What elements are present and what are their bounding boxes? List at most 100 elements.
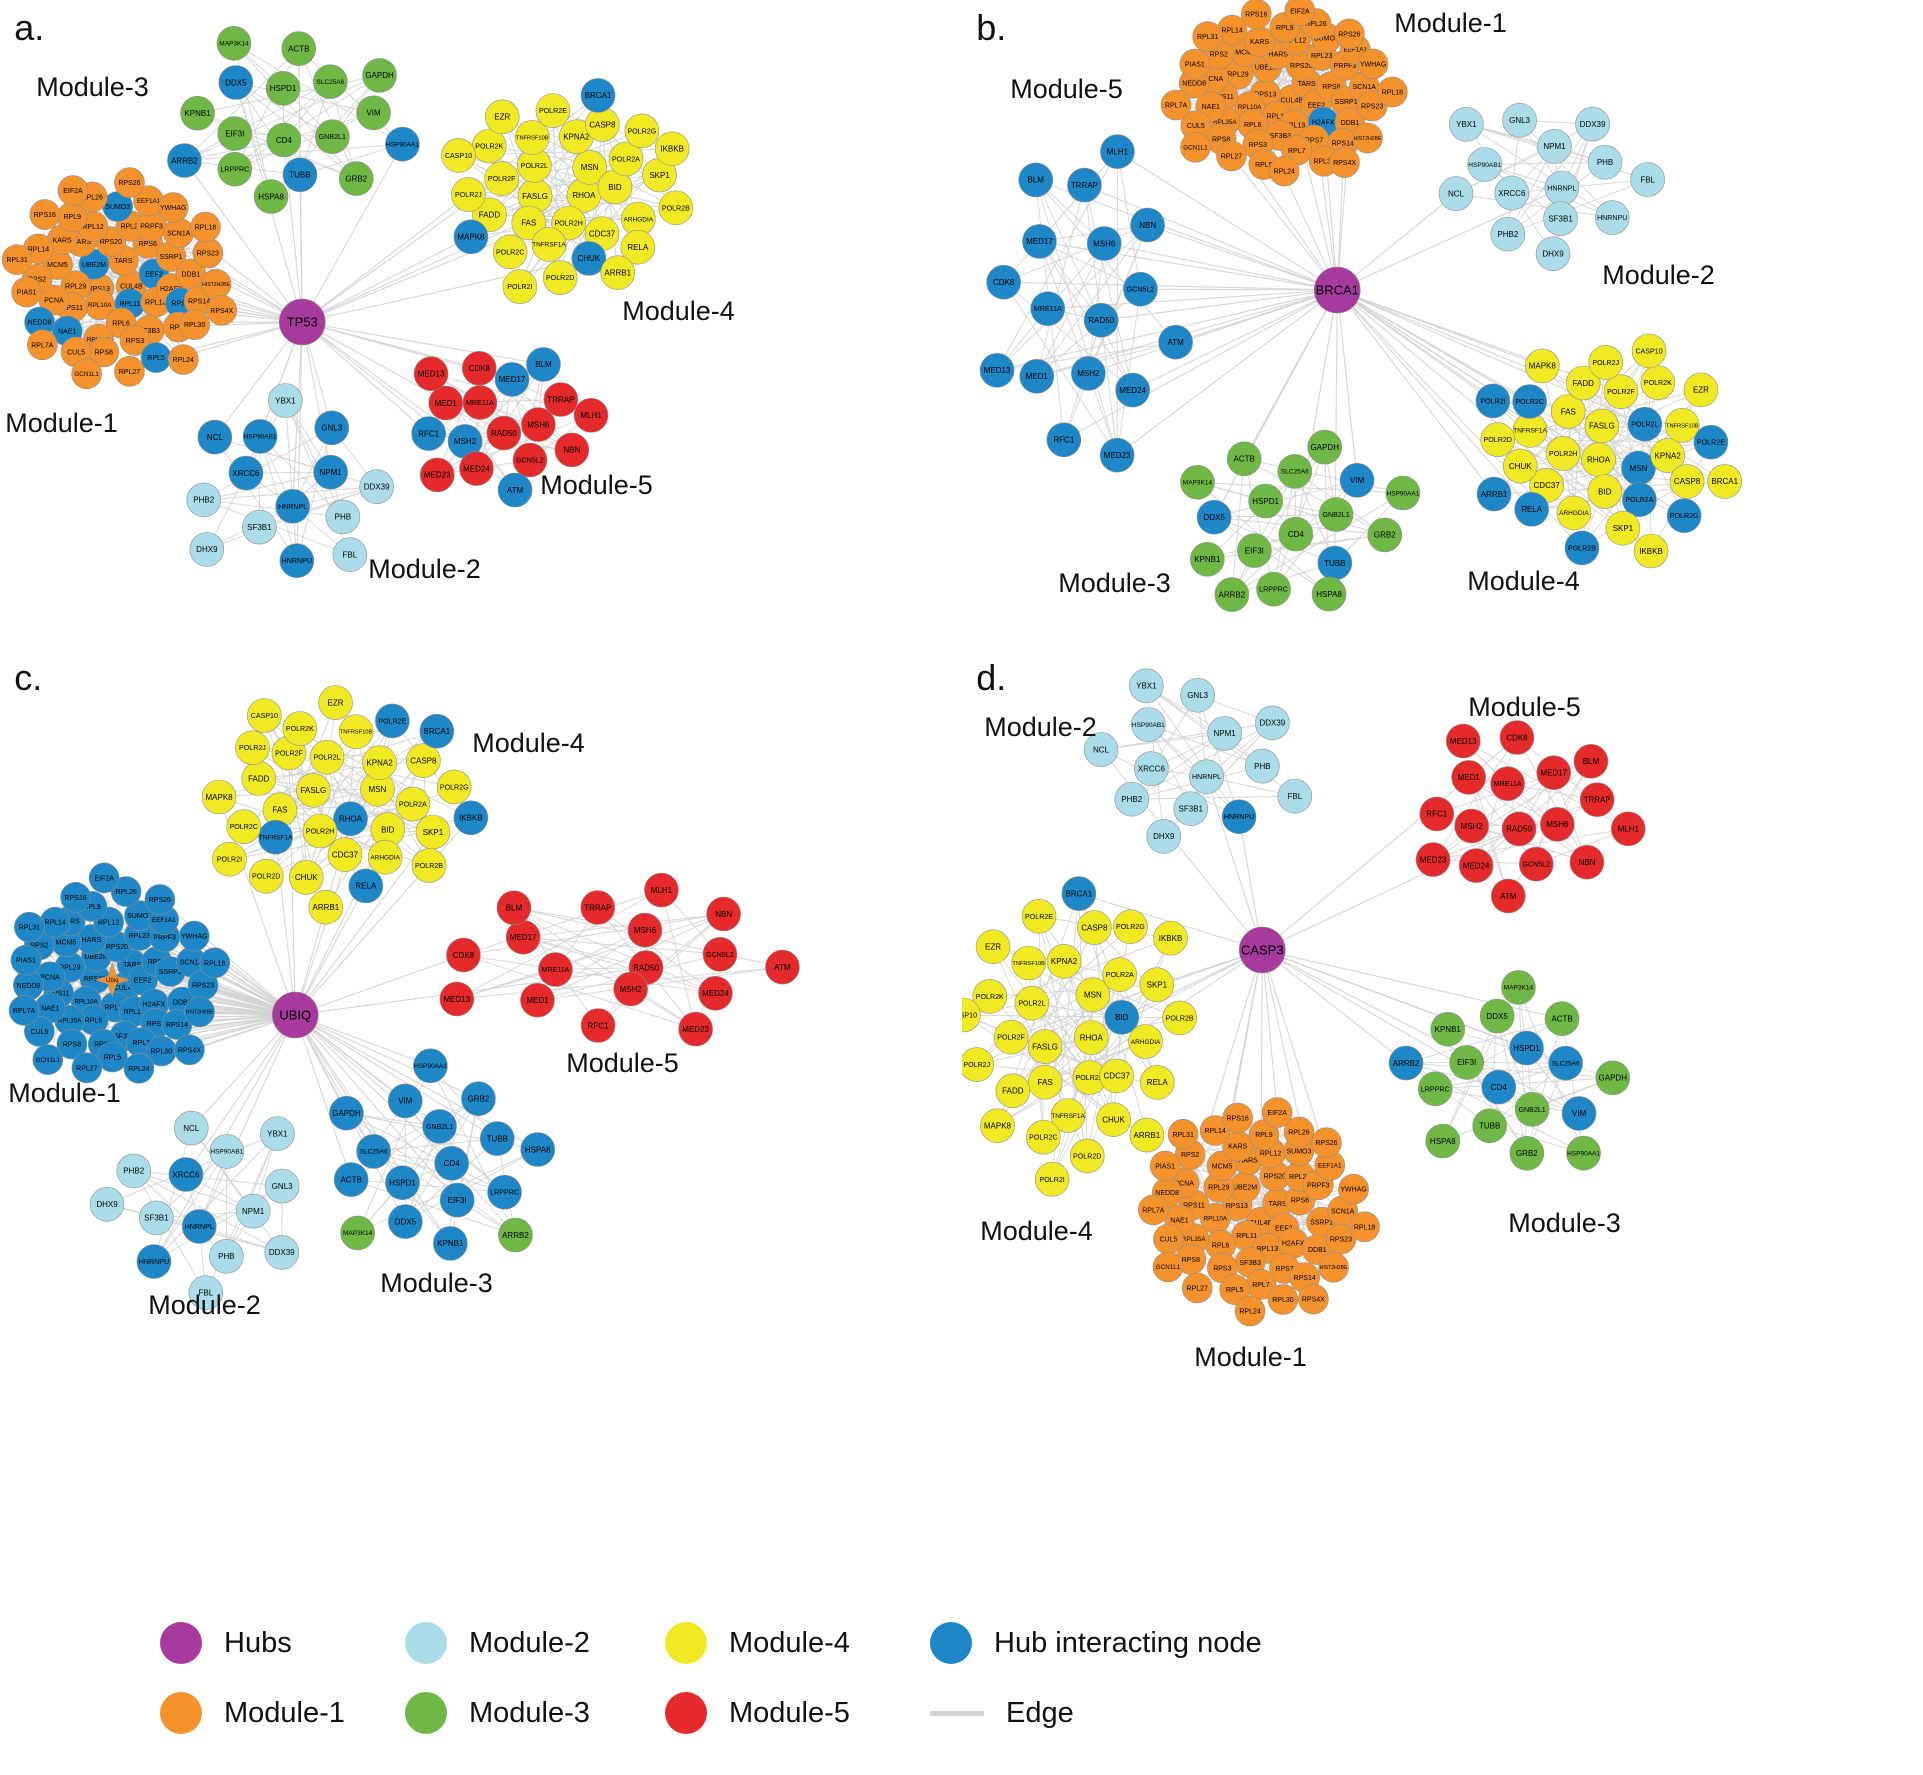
node-SF3B1: SF3B1	[1172, 791, 1208, 826]
node-PHB: PHB	[1244, 748, 1280, 784]
node-POLR2J: POLR2J	[1587, 345, 1623, 380]
node-POLR2F: POLR2F	[993, 1019, 1028, 1055]
svg-text:MRE11A: MRE11A	[1033, 305, 1061, 313]
node-MLH1: MLH1	[1610, 811, 1646, 847]
svg-text:RPL18: RPL18	[195, 225, 217, 232]
node-MLH1: MLH1	[573, 397, 609, 433]
node-RPL30: RPL30	[1267, 1284, 1298, 1315]
node-LRPPRC: LRPPRC	[217, 151, 253, 187]
svg-text:POLR2D: POLR2D	[546, 274, 574, 282]
node-MSH2: MSH2	[1070, 356, 1106, 391]
svg-text:CHUK: CHUK	[295, 873, 318, 882]
svg-text:CDK8: CDK8	[1506, 733, 1528, 742]
svg-text:CUL5: CUL5	[1186, 123, 1204, 130]
svg-text:MED1: MED1	[526, 996, 549, 1005]
node-BID: BID	[1587, 474, 1622, 509]
svg-text:DDX39: DDX39	[1259, 719, 1285, 728]
svg-text:GAPDH: GAPDH	[1598, 1074, 1627, 1083]
node-HIST2H2BE: HIST2H2BE	[200, 268, 232, 300]
svg-text:RPS20: RPS20	[1290, 63, 1312, 70]
svg-text:MRE11A: MRE11A	[1493, 780, 1521, 788]
svg-text:ARRB2: ARRB2	[1392, 1059, 1419, 1068]
svg-text:HSPD1: HSPD1	[389, 1179, 416, 1188]
svg-text:HARS: HARS	[1238, 1157, 1258, 1164]
module1-swatch-icon	[160, 1692, 202, 1734]
svg-text:BLM: BLM	[1582, 757, 1599, 766]
legend-item-module1: Module-1	[160, 1692, 405, 1734]
svg-text:CASP8: CASP8	[1673, 477, 1700, 486]
svg-text:RPS13: RPS13	[84, 976, 106, 983]
node-GCN5L2: GCN5L2	[1122, 271, 1158, 307]
svg-text:HNRNPU: HNRNPU	[282, 557, 312, 565]
node-HSPD1: HSPD1	[1508, 1030, 1544, 1066]
svg-text:FBL: FBL	[343, 551, 358, 560]
svg-text:PHB2: PHB2	[1121, 795, 1142, 804]
node-RPL7A: RPL7A	[8, 995, 40, 1026]
svg-text:RPS26: RPS26	[149, 897, 171, 904]
svg-text:POLR2K: POLR2K	[475, 142, 503, 150]
node-ARRB1: ARRB1	[1129, 1117, 1164, 1153]
node-HIST2H2BE: HIST2H2BE	[184, 996, 215, 1028]
node-BID: BID	[1103, 999, 1139, 1035]
node-POLR2L: POLR2L	[1014, 985, 1049, 1021]
svg-text:RPS26: RPS26	[1315, 1140, 1337, 1147]
node-DDX5: DDX5	[1196, 499, 1231, 535]
svg-text:RPL7A: RPL7A	[1142, 1207, 1165, 1214]
svg-text:DHX9: DHX9	[1153, 832, 1175, 841]
node-DDX39: DDX39	[359, 469, 394, 505]
svg-text:BLM: BLM	[1027, 176, 1044, 185]
module2-swatch-icon	[405, 1622, 447, 1664]
legend-label: Edge	[1006, 1696, 1074, 1729]
node-ARRB2: ARRB2	[1388, 1045, 1423, 1081]
node-RPL5: RPL5	[1218, 1274, 1250, 1305]
svg-text:NCL: NCL	[1448, 189, 1465, 198]
svg-text:GCN1L1: GCN1L1	[1183, 145, 1208, 152]
node-RPS3: RPS3	[119, 325, 151, 356]
svg-text:DDX5: DDX5	[1486, 1012, 1508, 1021]
hub-node-TP53: TP53	[278, 298, 326, 346]
node-RPS23: RPS23	[192, 237, 224, 269]
svg-text:MED17: MED17	[1026, 237, 1053, 246]
svg-text:MSN: MSN	[1629, 464, 1647, 473]
node-MSN: MSN	[360, 771, 395, 807]
node-MAP3K14: MAP3K14	[1179, 464, 1215, 500]
node-SF3B1: SF3B1	[139, 1200, 174, 1236]
svg-text:NBN: NBN	[715, 910, 732, 919]
svg-text:HIST2H2BE: HIST2H2BE	[186, 1010, 214, 1016]
svg-text:RPS20: RPS20	[100, 239, 122, 246]
node-ATM: ATM	[1490, 878, 1526, 914]
svg-text:RPL5: RPL5	[104, 1054, 122, 1061]
svg-text:ACTB: ACTB	[1233, 455, 1254, 464]
svg-text:EIF3I: EIF3I	[448, 1196, 467, 1205]
svg-text:EZR: EZR	[1692, 386, 1708, 395]
node-DDX39: DDX39	[264, 1235, 300, 1270]
node-ARRB2: ARRB2	[498, 1217, 533, 1253]
svg-text:KARS: KARS	[53, 237, 72, 244]
node-RAD50: RAD50	[1083, 302, 1118, 338]
svg-text:GRB2: GRB2	[1515, 1149, 1537, 1158]
node-LRPPRC: LRPPRC	[487, 1174, 522, 1210]
node-ACTB: ACTB	[333, 1162, 369, 1197]
svg-text:MSH2: MSH2	[454, 437, 477, 446]
svg-text:MED23: MED23	[682, 1025, 709, 1034]
node-GNB2L1: GNB2L1	[422, 1109, 457, 1144]
svg-text:PIAS1: PIAS1	[16, 958, 36, 965]
node-POLR2B: POLR2B	[658, 190, 694, 226]
svg-text:MED13: MED13	[983, 366, 1010, 375]
node-GAPDH: GAPDH	[1306, 429, 1342, 465]
node-PHB2: PHB2	[116, 1153, 152, 1189]
svg-text:RPL7: RPL7	[1287, 148, 1305, 155]
svg-text:RPL14: RPL14	[1204, 1128, 1226, 1135]
svg-text:YBX1: YBX1	[267, 1130, 288, 1139]
svg-text:TNFRSF10B: TNFRSF10B	[1012, 961, 1045, 967]
node-ATM: ATM	[1157, 324, 1193, 360]
svg-text:RPL7A: RPL7A	[13, 1008, 36, 1015]
module3-swatch-icon	[405, 1692, 447, 1734]
svg-text:PHB2: PHB2	[123, 1167, 144, 1176]
node-POLR2I: POLR2I	[1475, 383, 1510, 419]
node-SLC25A6: SLC25A6	[1277, 454, 1312, 489]
node-RPL30: RPL30	[179, 309, 210, 341]
svg-text:MAP3K14: MAP3K14	[343, 1230, 373, 1237]
